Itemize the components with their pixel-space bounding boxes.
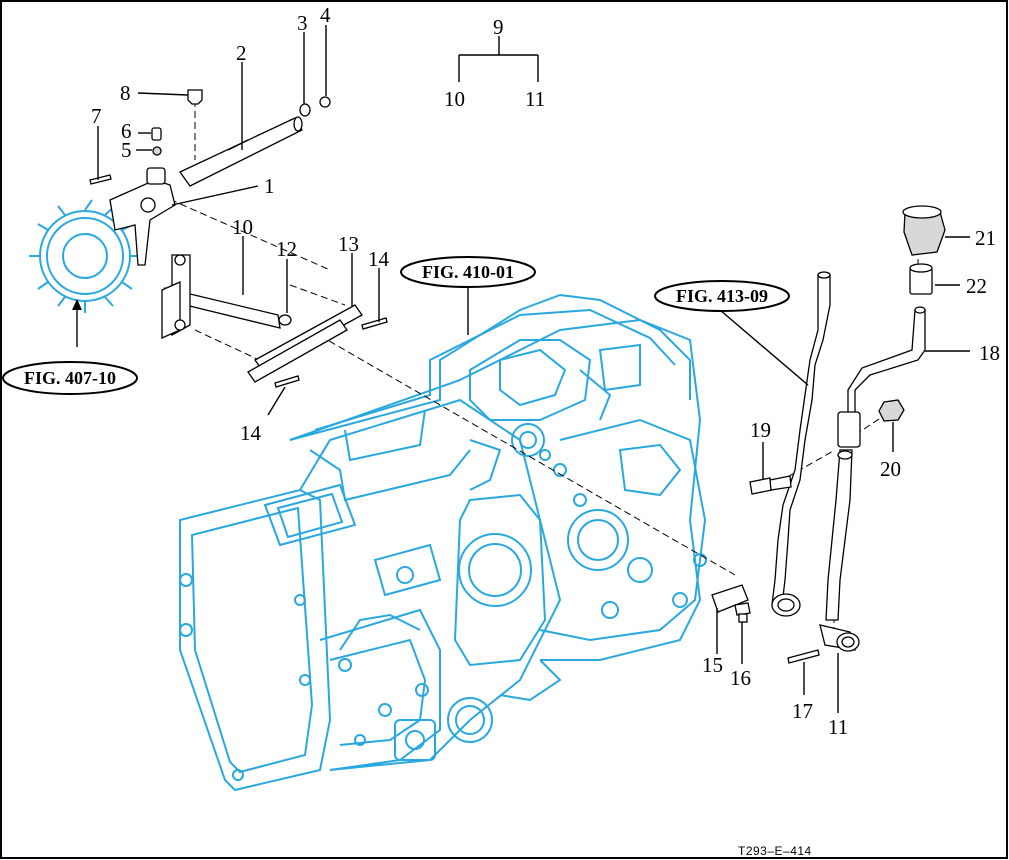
callout-21: 21 xyxy=(975,226,996,250)
callout-1: 1 xyxy=(264,174,275,198)
callout-15: 15 xyxy=(702,653,723,677)
callout-10: 10 xyxy=(232,215,253,239)
shift-parts xyxy=(29,89,388,388)
callout-18: 18 xyxy=(979,341,1000,365)
transmission-housing xyxy=(179,293,707,792)
fig-ref-410-01[interactable]: FIG. 410-01 xyxy=(400,256,536,288)
callout-8: 8 xyxy=(120,81,131,105)
callout-19: 19 xyxy=(750,418,771,442)
callout-numbers: 1 2 3 4 5 6 7 8 9 10 11 10 12 13 14 14 1… xyxy=(91,3,1000,739)
callout-11: 11 xyxy=(828,715,848,739)
callout-4: 4 xyxy=(320,3,331,27)
callout-12: 12 xyxy=(276,237,297,261)
callout-11-bracket: 11 xyxy=(525,87,545,111)
callout-10-bracket: 10 xyxy=(444,87,465,111)
drawing-code: T293–E–414 xyxy=(738,844,812,858)
lever-assembly xyxy=(711,205,946,664)
fig-ref-413-09[interactable]: FIG. 413-09 xyxy=(654,280,790,312)
callout-13: 13 xyxy=(338,232,359,256)
callout-20: 20 xyxy=(880,457,901,481)
callout-9: 9 xyxy=(493,15,504,39)
callout-6: 6 xyxy=(121,119,132,143)
callout-22: 22 xyxy=(966,274,987,298)
callout-17: 17 xyxy=(792,699,813,723)
fig-ref-407-10[interactable]: FIG. 407-10 xyxy=(2,361,138,395)
callout-7: 7 xyxy=(91,104,102,128)
callout-5: 5 xyxy=(121,138,132,162)
callout-14-upper: 14 xyxy=(368,247,390,271)
fig-ref-410-01-label: FIG. 410-01 xyxy=(422,262,514,282)
callout-3: 3 xyxy=(297,11,308,35)
leader-lines xyxy=(72,25,970,713)
callout-16: 16 xyxy=(730,666,751,690)
callout-14-lower: 14 xyxy=(240,421,262,445)
fig-ref-407-10-label: FIG. 407-10 xyxy=(24,368,116,388)
fig-ref-413-09-label: FIG. 413-09 xyxy=(676,286,768,306)
callout-2: 2 xyxy=(236,41,247,65)
gear-part xyxy=(29,199,141,313)
